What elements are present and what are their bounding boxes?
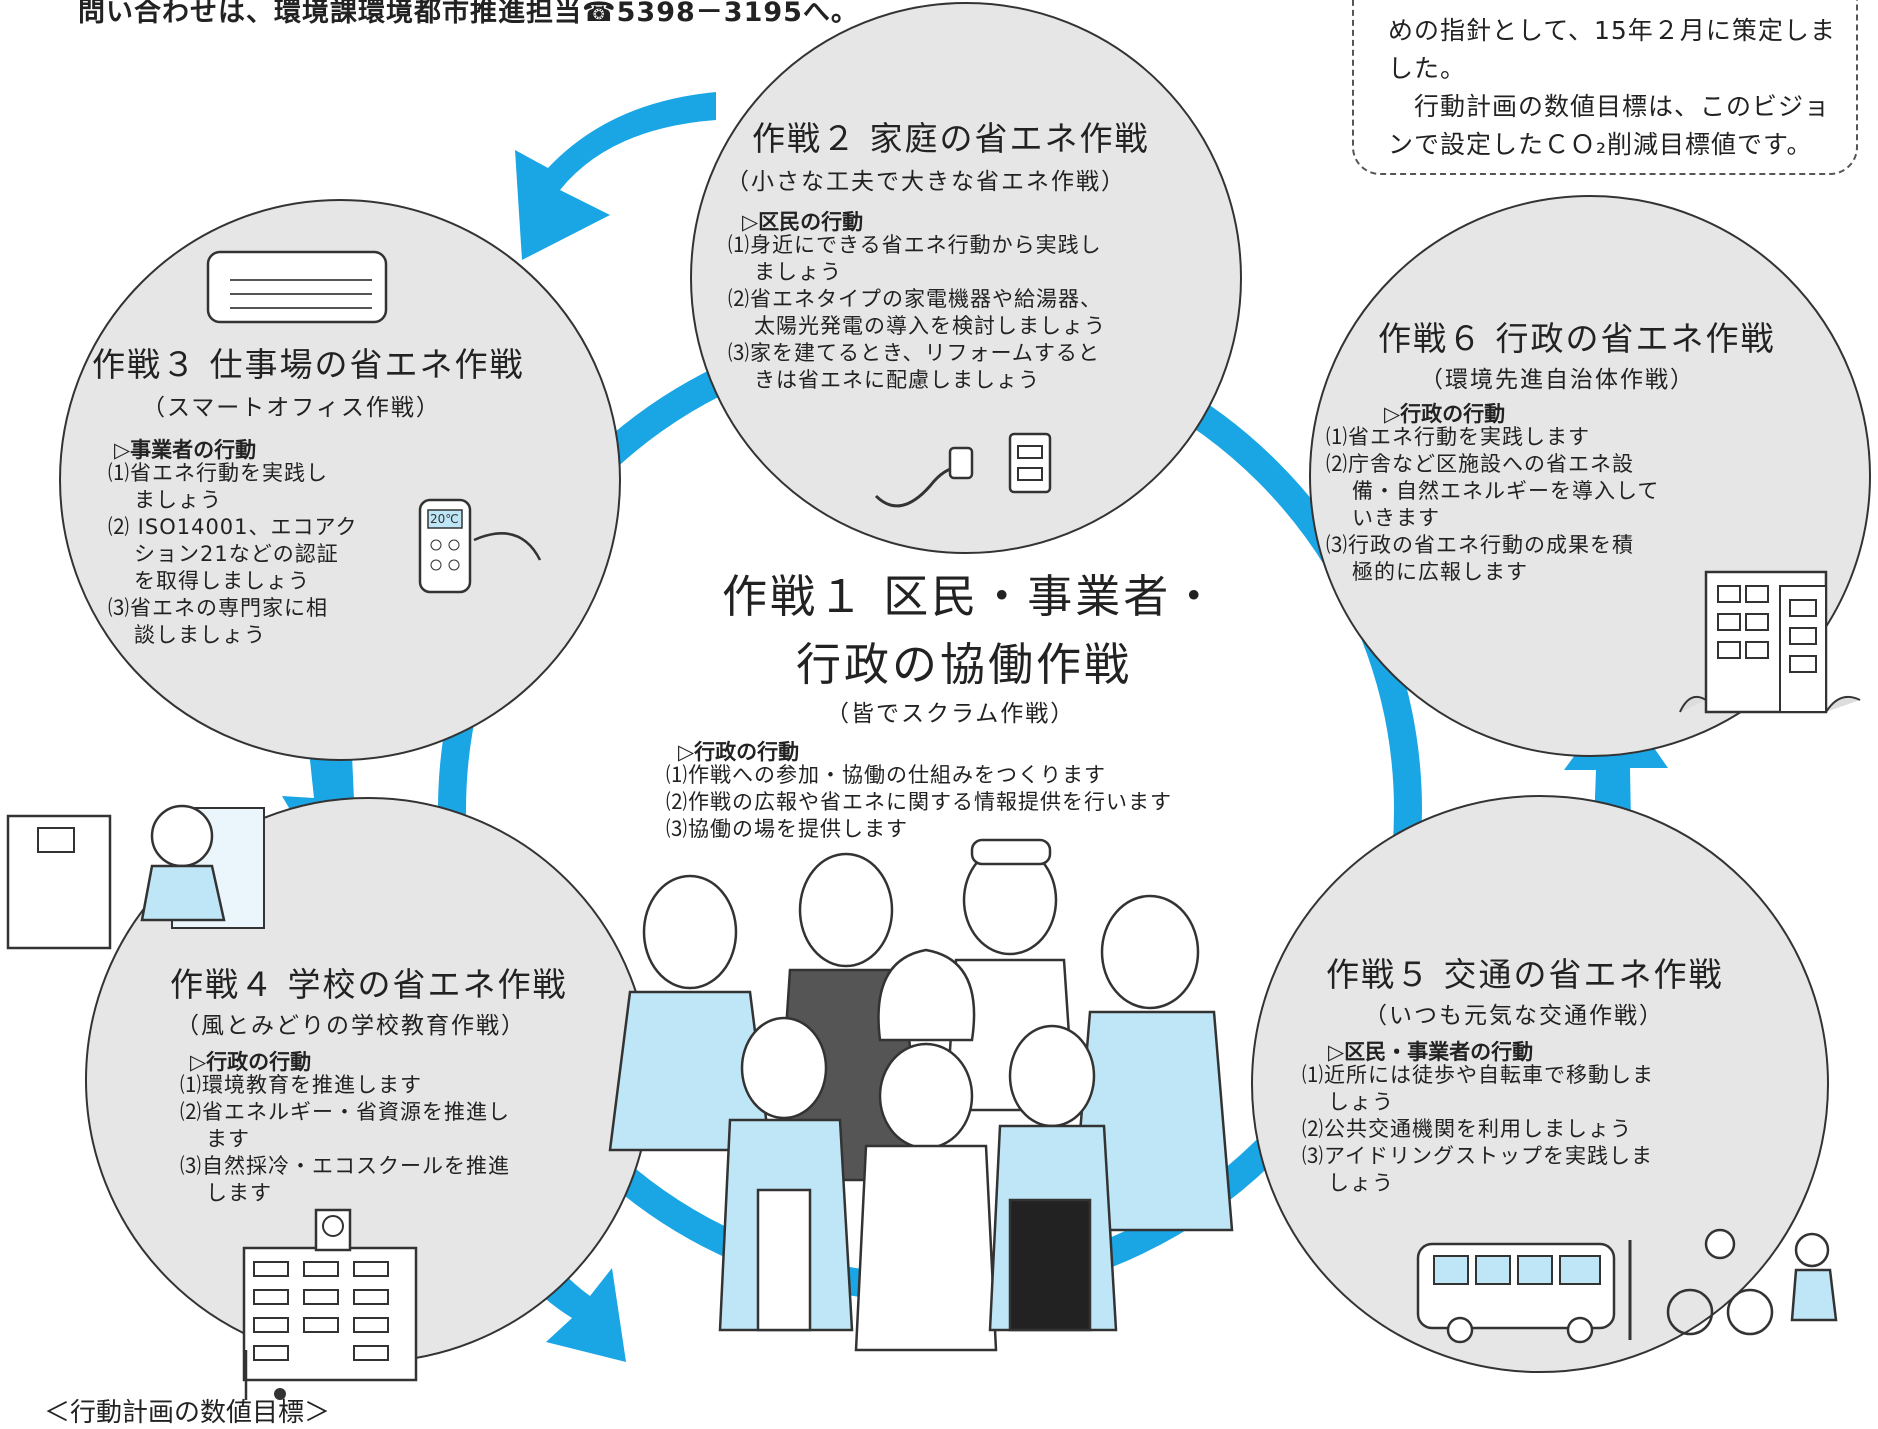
strategy5-item-1: ⑴近所には徒歩や自転車で移動しましょう bbox=[1302, 1063, 1654, 1114]
strategy1-list: ⑴作戦への参加・協働の仕組みをつくります ⑵作戦の広報や省エネに関する情報提供を… bbox=[666, 762, 1172, 843]
info-line-3: した。 bbox=[1388, 54, 1467, 83]
strategy2-item-1: ⑴身近にできる省エネ行動から実践しましょう bbox=[728, 233, 1102, 284]
strategy1-title-line1: 作戦１ 区民・事業者・ bbox=[722, 570, 1220, 623]
strategy1-title-line2: 行政の協働作戦 bbox=[796, 638, 1133, 691]
school-building-icon bbox=[242, 1208, 418, 1400]
strategy1-heading: ▷行政の行動 bbox=[678, 740, 800, 764]
strategy1-item-2: ⑵作戦の広報や省エネに関する情報提供を行います bbox=[666, 790, 1172, 814]
strategy2-item-2: ⑵省エネタイプの家電機器や給湯器、太陽光発電の導入を検討しましょう bbox=[728, 287, 1106, 338]
info-line-4: 行動計画の数値目標は、このビジョ bbox=[1388, 92, 1831, 121]
circle-strategy5 bbox=[1251, 795, 1829, 1373]
strategy6-subtitle: （環境先進自治体作戦） bbox=[1420, 367, 1695, 393]
strategy2-heading: ▷区民の行動 bbox=[742, 210, 864, 234]
city-hall-building-icon bbox=[1679, 570, 1861, 714]
strategy6-item-3: ⑶行政の省エネ行動の成果を積極的に広報します bbox=[1326, 533, 1634, 584]
bus-bicycle-icon bbox=[1416, 1228, 1838, 1344]
strategy3-item-1: ⑴省エネ行動を実践しましょう bbox=[108, 461, 328, 512]
strategy6-heading: ▷行政の行動 bbox=[1384, 402, 1506, 426]
plug-outlet-icon bbox=[874, 432, 1052, 508]
strategy2-list: ⑴身近にできる省エネ行動から実践しましょう ⑵省エネタイプの家電機器や給湯器、太… bbox=[728, 232, 1106, 394]
strategy6-item-1: ⑴省エネ行動を実践します bbox=[1326, 425, 1590, 449]
strategy6-item-2: ⑵庁舎など区施設への省エネ設備・自然エネルギーを導入していきます bbox=[1326, 452, 1660, 530]
info-line-5: ンで設定したＣＯ₂削減目標値です。 bbox=[1388, 130, 1813, 159]
strategy3-item-3: ⑶省エネの専門家に相談しましょう bbox=[108, 596, 328, 647]
circle-strategy2 bbox=[690, 2, 1242, 554]
strategy4-heading: ▷行政の行動 bbox=[190, 1050, 312, 1074]
remote-display: 20℃ bbox=[430, 512, 459, 526]
strategy5-heading: ▷区民・事業者の行動 bbox=[1328, 1040, 1534, 1064]
strategy5-title: 作戦５ 交通の省エネ作戦 bbox=[1326, 955, 1724, 994]
bottom-note: ＜行動計画の数値目標＞ bbox=[44, 1398, 331, 1428]
arrow-2-to-3 bbox=[515, 92, 716, 260]
strategy1-item-3: ⑶協働の場を提供します bbox=[666, 817, 908, 841]
strategy1-subtitle: （皆でスクラム作戦） bbox=[826, 701, 1076, 727]
strategy1-item-1: ⑴作戦への参加・協働の仕組みをつくります bbox=[666, 763, 1106, 787]
light-switch-girl-icon bbox=[6, 804, 265, 950]
info-box: めの指針として、15年２月に策定しま した。 行動計画の数値目標は、このビジョ … bbox=[1352, 0, 1858, 175]
strategy4-subtitle: （風とみどりの学校教育作戦） bbox=[176, 1013, 526, 1039]
strategy5-list: ⑴近所には徒歩や自転車で移動しましょう ⑵公共交通機関を利用しましょう ⑶アイド… bbox=[1302, 1062, 1654, 1197]
circle-strategy3 bbox=[59, 199, 621, 761]
strategy3-list: ⑴省エネ行動を実践しましょう ⑵ ISO14001、エコアクション21などの認証… bbox=[108, 460, 357, 649]
remote-control-icon bbox=[418, 498, 542, 594]
people-group-icon bbox=[608, 838, 1234, 1352]
strategy3-item-2: ⑵ ISO14001、エコアクション21などの認証を取得しましょう bbox=[108, 515, 358, 593]
strategy4-item-1: ⑴環境教育を推進します bbox=[180, 1073, 422, 1097]
strategy3-subtitle: （スマートオフィス作戦） bbox=[142, 395, 441, 421]
strategy5-item-3: ⑶アイドリングストップを実践しましょう bbox=[1302, 1144, 1653, 1195]
strategy3-heading: ▷事業者の行動 bbox=[114, 438, 257, 462]
strategy2-item-3: ⑶家を建てるとき、リフォームするときは省エネに配慮しましょう bbox=[728, 341, 1100, 392]
air-conditioner-icon bbox=[206, 250, 388, 324]
strategy2-title: 作戦２ 家庭の省エネ作戦 bbox=[752, 119, 1150, 158]
strategy4-item-3: ⑶自然採冷・エコスクールを推進します bbox=[180, 1154, 510, 1205]
header-note: 問い合わせは、環境課環境都市推進担当☎5398－3195へ。 bbox=[78, 0, 859, 28]
strategy3-title: 作戦３ 仕事場の省エネ作戦 bbox=[92, 345, 525, 384]
strategy4-list: ⑴環境教育を推進します ⑵省エネルギー・省資源を推進します ⑶自然採冷・エコスク… bbox=[180, 1072, 510, 1207]
strategy2-subtitle: （小さな工夫で大きな省エネ作戦） bbox=[726, 169, 1126, 195]
strategy6-list: ⑴省エネ行動を実践します ⑵庁舎など区施設への省エネ設備・自然エネルギーを導入し… bbox=[1326, 424, 1659, 586]
strategy5-item-2: ⑵公共交通機関を利用しましょう bbox=[1302, 1117, 1632, 1141]
strategy6-title: 作戦６ 行政の省エネ作戦 bbox=[1378, 319, 1776, 358]
info-line-2: めの指針として、15年２月に策定しま bbox=[1388, 16, 1836, 45]
strategy5-subtitle: （いつも元気な交通作戦） bbox=[1364, 1003, 1664, 1029]
strategy4-item-2: ⑵省エネルギー・省資源を推進します bbox=[180, 1100, 510, 1151]
strategy4-title: 作戦４ 学校の省エネ作戦 bbox=[170, 965, 568, 1004]
